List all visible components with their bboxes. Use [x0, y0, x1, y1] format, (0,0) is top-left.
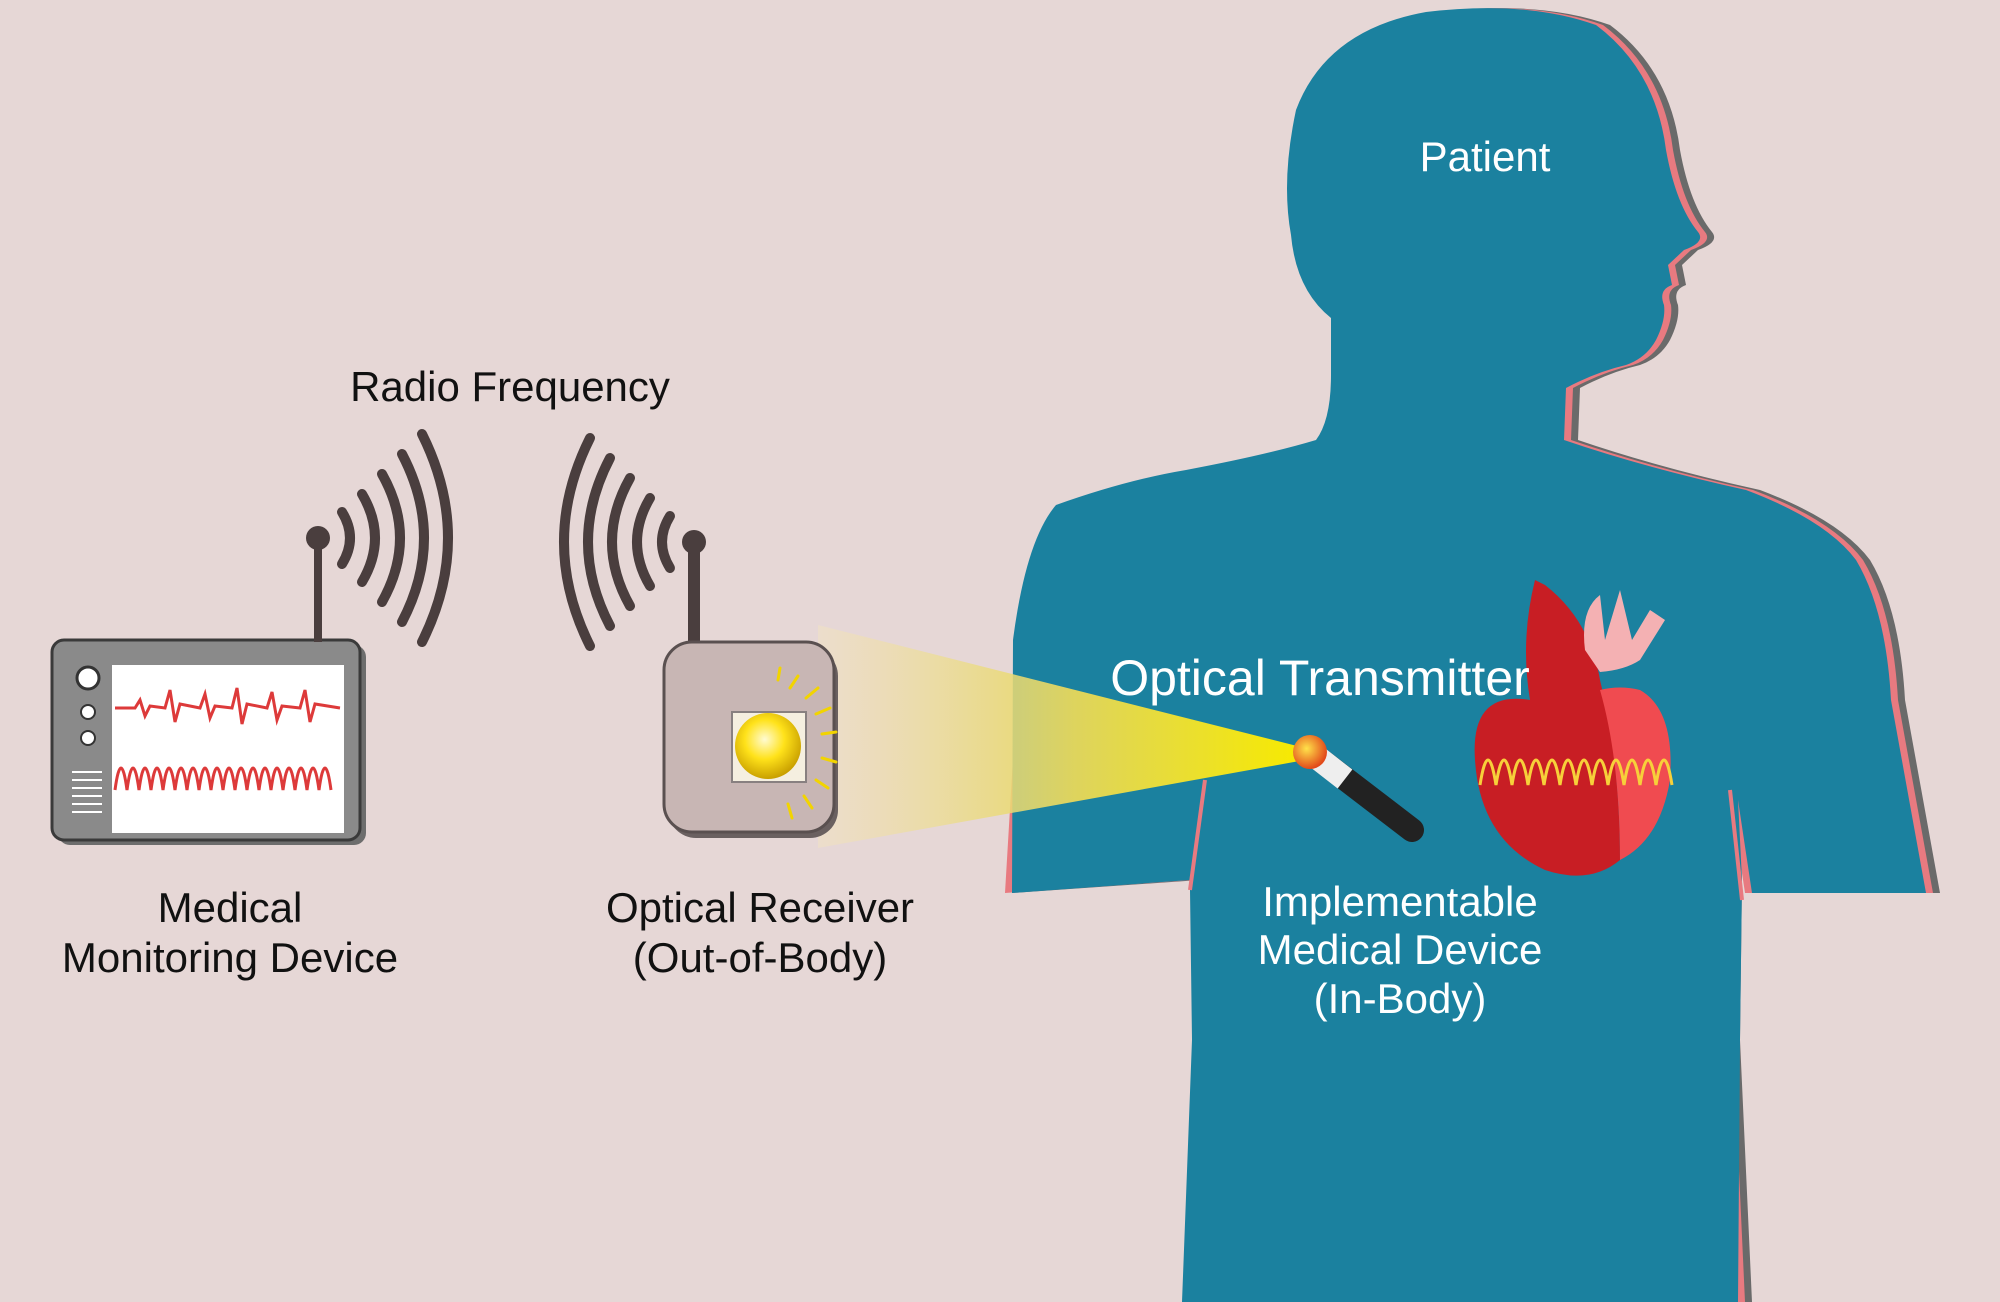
radio-waves-icon [337, 429, 453, 647]
aorta [1584, 590, 1665, 672]
patient-label: Patient [1419, 133, 1551, 180]
left-arm-line [1188, 779, 1207, 891]
heart-icon [1474, 580, 1674, 876]
monitor-label-line2: Monitoring Device [61, 934, 399, 982]
monitor-label: Medical Monitoring Device [20, 883, 440, 984]
implant-label-line1: Implementable [1262, 878, 1538, 925]
monitor-icon [50, 638, 366, 845]
receiver-label-line1: Optical Receiver [605, 884, 915, 931]
human-silhouette-icon [1005, 8, 1940, 1302]
optical-transmitter-label: Optical Transmitter [1110, 650, 1530, 706]
right-arm-line [1728, 789, 1744, 901]
implant-label: Implementable Medical Device (In-Body) [1200, 878, 1600, 1023]
ecg-waveform [115, 687, 341, 726]
antenna-icon [306, 526, 330, 642]
pulse-waveform [113, 766, 333, 791]
receiver-radio-waves-icon [559, 433, 675, 651]
heart-left-lobe [1474, 580, 1620, 876]
receiver-label: Optical Receiver (Out-of-Body) [560, 883, 960, 984]
implant-label-line2: Medical Device [1257, 926, 1543, 974]
optical-receiver-icon [662, 640, 838, 838]
implant-device-icon [1293, 735, 1424, 842]
monitor-label-line1: Medical [157, 884, 303, 931]
body [1012, 8, 1926, 1302]
heart-pulse-waveform [1478, 758, 1674, 786]
implant-label-line3: (In-Body) [1313, 974, 1487, 1022]
receiver-antenna-icon [682, 530, 706, 650]
heart-right-lobe [1600, 687, 1671, 860]
light-beam-icon [818, 625, 1305, 848]
receiver-label-line2: (Out-of-Body) [632, 934, 888, 982]
radio-frequency-label: Radio Frequency [350, 363, 670, 410]
